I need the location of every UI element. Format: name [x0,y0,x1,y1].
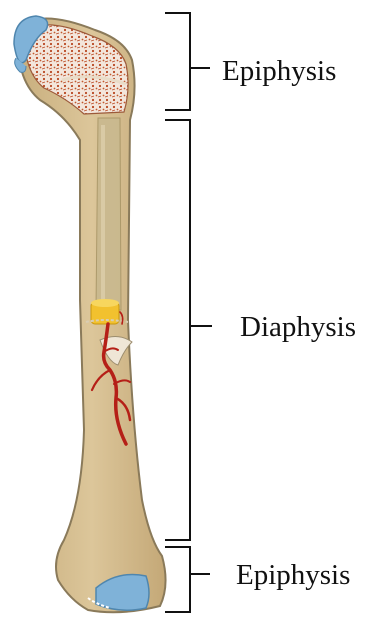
bracket-proximal-epiphysis [165,13,210,110]
label-proximal-epiphysis: Epiphysis [222,57,336,86]
bracket-distal-epiphysis [165,547,210,612]
label-diaphysis: Diaphysis [240,313,356,342]
bracket-diaphysis [165,120,212,540]
medullary-cavity [96,118,121,310]
label-distal-epiphysis: Epiphysis [236,561,350,590]
